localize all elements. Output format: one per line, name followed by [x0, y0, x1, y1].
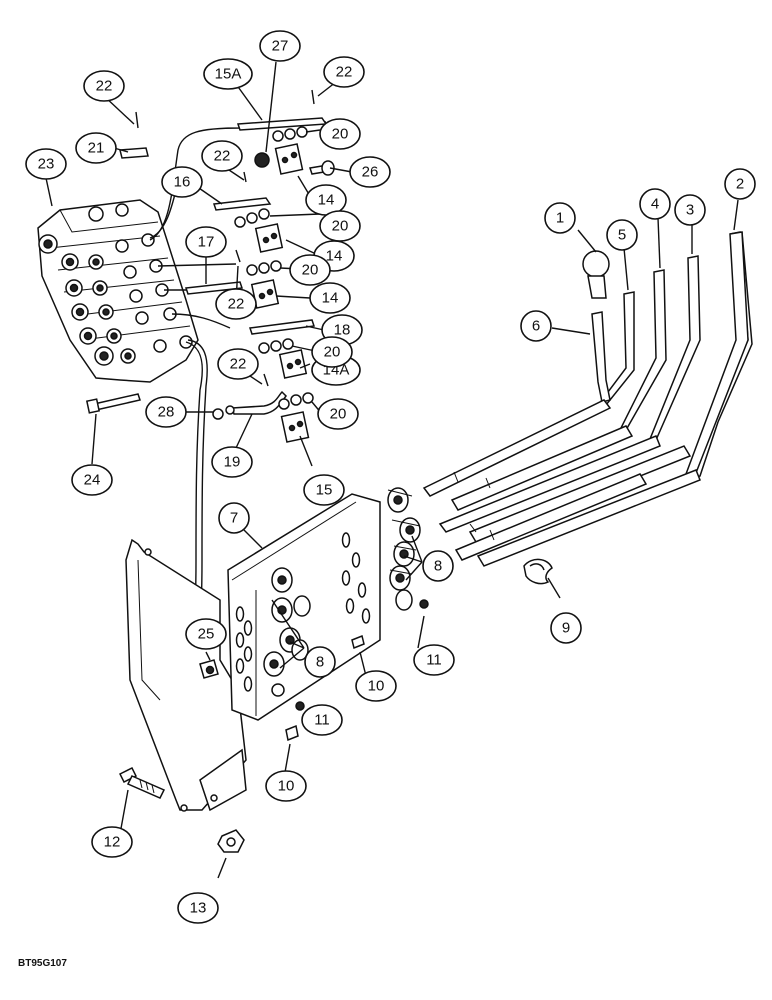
- callout-5: 5: [606, 219, 638, 251]
- callout-22-d: 22: [215, 288, 257, 320]
- linkage-rods: [184, 117, 328, 415]
- svg-text:22: 22: [230, 356, 247, 373]
- callout-23: 23: [25, 148, 67, 180]
- callout-7: 7: [218, 502, 250, 534]
- svg-text:6: 6: [532, 318, 540, 335]
- figure-code: BT95G107: [18, 958, 67, 969]
- callout-11-left: 11: [301, 704, 343, 736]
- lever-knob: [582, 250, 610, 299]
- callout-27: 27: [259, 30, 301, 62]
- callout-6: 6: [520, 310, 552, 342]
- callout-15: 15: [303, 474, 345, 506]
- svg-text:26: 26: [362, 164, 379, 181]
- svg-text:3: 3: [686, 202, 694, 219]
- callout-13: 13: [177, 892, 219, 924]
- callout-16: 16: [161, 166, 203, 198]
- svg-text:8: 8: [434, 558, 442, 575]
- svg-text:13: 13: [190, 900, 207, 917]
- clevis-assemblies: [85, 89, 335, 443]
- callout-3: 3: [674, 194, 706, 226]
- callout-8-loose: 8: [422, 550, 454, 582]
- callout-20-d: 20: [311, 336, 353, 368]
- svg-text:24: 24: [84, 472, 101, 489]
- svg-text:27: 27: [272, 38, 289, 55]
- pivot-brackets-plate: [263, 567, 311, 697]
- fasteners: [118, 599, 429, 853]
- callout-20-a: 20: [319, 118, 361, 150]
- svg-text:22: 22: [228, 296, 245, 313]
- callout-11-right: 11: [413, 644, 455, 676]
- svg-text:20: 20: [330, 406, 347, 423]
- callout-22-b: 22: [323, 56, 365, 88]
- svg-text:22: 22: [336, 64, 353, 81]
- callout-22-e: 22: [217, 348, 259, 380]
- svg-text:14: 14: [318, 192, 335, 209]
- callout-10-upper: 10: [355, 670, 397, 702]
- callout-1: 1: [544, 202, 576, 234]
- callout-20-c: 20: [289, 254, 331, 286]
- callout-21: 21: [75, 132, 117, 164]
- callout-22-c: 22: [201, 140, 243, 172]
- svg-text:7: 7: [230, 510, 238, 527]
- svg-text:11: 11: [314, 712, 330, 729]
- svg-text:16: 16: [174, 174, 191, 191]
- svg-text:20: 20: [302, 262, 319, 279]
- svg-text:19: 19: [224, 454, 241, 471]
- svg-text:12: 12: [104, 834, 121, 851]
- callout-8-plate: 8: [304, 646, 336, 678]
- callout-10-lower: 10: [265, 770, 307, 802]
- callout-25: 25: [185, 618, 227, 650]
- pivot-brackets-loose: [387, 487, 421, 611]
- svg-text:4: 4: [651, 196, 659, 213]
- svg-text:22: 22: [214, 148, 231, 165]
- control-valve-body: [37, 199, 199, 383]
- svg-text:15A: 15A: [215, 66, 242, 83]
- callout-20-e: 20: [317, 398, 359, 430]
- svg-text:21: 21: [88, 140, 105, 157]
- callout-14-low: 14: [309, 282, 351, 314]
- svg-text:1: 1: [556, 210, 564, 227]
- svg-text:22: 22: [96, 78, 113, 95]
- callout-19: 19: [211, 446, 253, 478]
- callout-17: 17: [185, 226, 227, 258]
- svg-text:20: 20: [332, 218, 349, 235]
- callout-15A: 15A: [203, 58, 253, 90]
- svg-text:2: 2: [736, 176, 744, 193]
- callout-28: 28: [145, 396, 187, 428]
- callout-4: 4: [639, 188, 671, 220]
- callout-24: 24: [71, 464, 113, 496]
- svg-text:10: 10: [278, 778, 295, 795]
- svg-text:14: 14: [322, 290, 339, 307]
- svg-text:15: 15: [316, 482, 333, 499]
- callout-26: 26: [349, 156, 391, 188]
- svg-text:28: 28: [158, 404, 175, 421]
- svg-text:14: 14: [326, 248, 343, 265]
- svg-text:18: 18: [334, 322, 351, 339]
- callout-20-b: 20: [319, 210, 361, 242]
- retainer-clip: [523, 558, 553, 585]
- svg-text:17: 17: [198, 234, 215, 251]
- svg-text:11: 11: [426, 652, 442, 669]
- svg-text:20: 20: [332, 126, 349, 143]
- svg-text:5: 5: [618, 227, 626, 244]
- svg-text:10: 10: [368, 678, 385, 695]
- mounting-bracket: [125, 538, 247, 812]
- lever-shafts: [422, 399, 701, 567]
- svg-text:20: 20: [324, 344, 341, 361]
- callout-9: 9: [550, 612, 582, 644]
- callout-2: 2: [724, 168, 756, 200]
- svg-text:23: 23: [38, 156, 55, 173]
- callout-12: 12: [91, 826, 133, 858]
- callout-14-top: 14: [305, 184, 347, 216]
- svg-text:25: 25: [198, 626, 215, 643]
- callout-22-a: 22: [83, 70, 125, 102]
- svg-text:8: 8: [316, 654, 324, 671]
- svg-text:9: 9: [562, 620, 570, 637]
